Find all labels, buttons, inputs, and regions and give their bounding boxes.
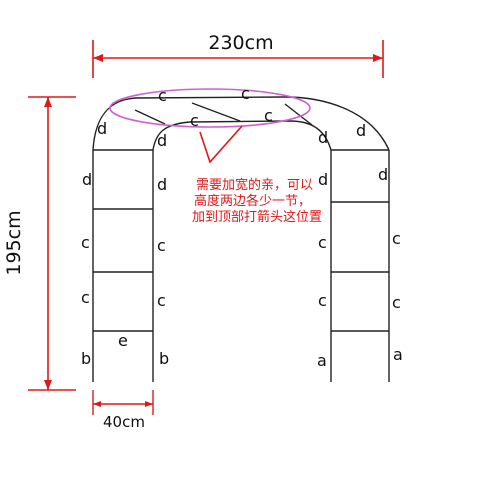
label-e: e: [118, 331, 128, 350]
part-labels: c c c c d d d d d d d d c c c c c c c c …: [81, 84, 403, 370]
label-c-right-3: c: [318, 291, 327, 310]
label-d-right-side: d: [318, 170, 328, 189]
label-d-right-side-2: d: [378, 165, 388, 184]
label-c-top-3: c: [190, 111, 199, 130]
base-dimension: [92, 390, 154, 415]
annotation-line-2: 高度两边各少一节，: [194, 193, 311, 209]
height-dimension: [28, 96, 76, 391]
label-c-right-4: c: [392, 293, 401, 312]
label-c-left-4: c: [157, 291, 166, 310]
label-c-left-2: c: [157, 236, 166, 255]
annotation-line-3: 加到顶部打箭头这位置: [192, 209, 322, 225]
label-c-top-4: c: [264, 106, 273, 125]
width-dimension: [92, 40, 384, 78]
label-d-left-side-2: d: [157, 175, 167, 194]
label-c-right-2: c: [392, 229, 401, 248]
annotation-note: 需要加宽的亲，可以 高度两边各少一节， 加到顶部打箭头这位置: [192, 177, 322, 225]
highlight-ellipse: [109, 88, 311, 128]
height-label: 195cm: [3, 210, 25, 275]
label-d-left-top: d: [97, 119, 107, 138]
label-d-left-inner: d: [157, 131, 167, 150]
arch-frame: [92, 96, 390, 382]
label-b-right: b: [159, 349, 169, 368]
red-arrow-marker: [199, 125, 243, 164]
label-c-top-2: c: [241, 84, 250, 103]
label-d-right-inner: d: [318, 128, 328, 147]
annotation-line-1: 需要加宽的亲，可以: [196, 177, 313, 193]
label-a-right: a: [393, 345, 403, 364]
label-d-right-top: d: [356, 121, 366, 140]
label-b-left: b: [81, 349, 91, 368]
label-c-left-1: c: [81, 233, 90, 252]
label-c-left-3: c: [81, 288, 90, 307]
label-d-left-side: d: [82, 170, 92, 189]
label-a-left: a: [317, 351, 327, 370]
label-c-right-1: c: [318, 233, 327, 252]
label-c-top-1: c: [158, 86, 167, 105]
width-label: 230cm: [208, 32, 273, 54]
base-label: 40cm: [103, 413, 145, 431]
